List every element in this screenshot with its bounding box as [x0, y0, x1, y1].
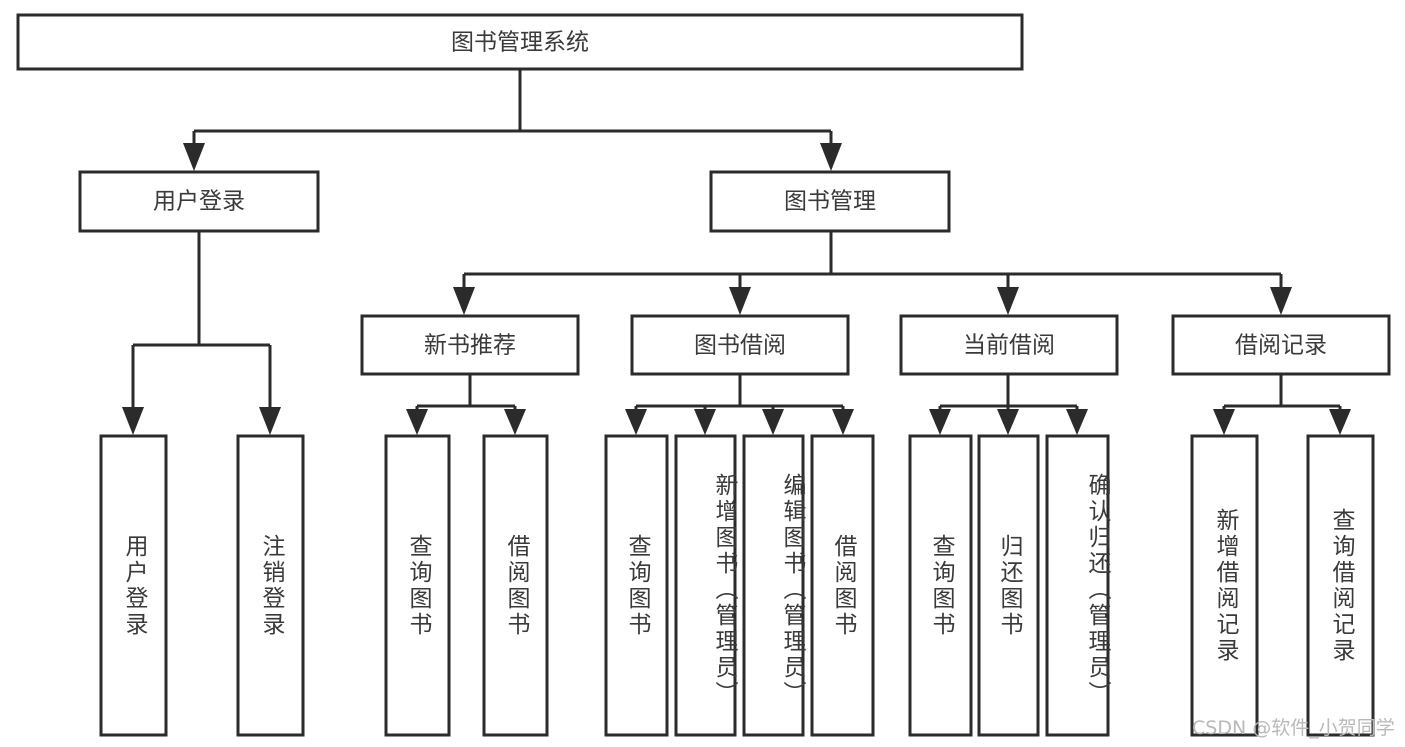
arrowhead-leaf-return-book	[997, 409, 1019, 435]
node-label-new-book-recommend: 新书推荐	[424, 333, 516, 359]
arrowhead-leaf-user-login	[122, 407, 144, 435]
arrowhead-leaf-add-book	[694, 409, 716, 435]
arrowhead-book-manage	[820, 143, 842, 171]
connector-group-book-manage	[453, 231, 1292, 315]
node-box-leaf-user-login[interactable]	[99, 434, 168, 737]
node-label-root: 图书管理系统	[451, 30, 589, 56]
node-label-user-login: 用户登录	[153, 189, 245, 215]
node-box-book-manage[interactable]	[709, 170, 951, 233]
connector-group-current-borrow	[929, 374, 1088, 435]
node-box-new-book-recommend[interactable]	[360, 314, 580, 376]
node-box-leaf-edit-book[interactable]	[742, 434, 805, 737]
arrowhead-new-book-recommend	[453, 287, 475, 315]
arrowhead-current-borrow	[997, 287, 1019, 315]
node-box-borrow-record[interactable]	[1171, 314, 1391, 376]
arrowhead-leaf-borrow-book-1	[504, 409, 526, 435]
arrowhead-leaf-query-book-2	[625, 409, 647, 435]
arrowhead-leaf-query-record	[1329, 409, 1351, 435]
connector-group-borrow-record	[1213, 374, 1351, 435]
node-box-user-login[interactable]	[78, 170, 320, 233]
arrowhead-leaf-edit-book	[762, 409, 784, 435]
node-box-leaf-logout-login[interactable]	[236, 434, 305, 737]
arrowhead-leaf-query-book-3	[929, 409, 951, 435]
connector-group-user-login	[122, 231, 281, 435]
arrowhead-leaf-query-book-1	[406, 409, 428, 435]
node-box-book-borrow[interactable]	[630, 314, 850, 376]
arrowhead-user-login	[183, 143, 205, 171]
connector-group-book-borrow	[625, 374, 854, 435]
node-box-leaf-return-book[interactable]	[977, 434, 1040, 737]
node-box-leaf-query-book-2[interactable]	[604, 434, 669, 737]
node-box-leaf-confirm-return[interactable]	[1045, 434, 1110, 737]
node-label-book-borrow: 图书借阅	[694, 333, 786, 359]
connector-group-root	[183, 68, 842, 171]
arrowhead-leaf-borrow-book-2	[832, 409, 854, 435]
arrowhead-book-borrow	[729, 287, 751, 315]
node-label-borrow-record: 借阅记录	[1235, 333, 1327, 359]
node-box-leaf-add-record[interactable]	[1190, 434, 1259, 737]
arrowhead-borrow-record	[1270, 287, 1292, 315]
node-label-book-manage: 图书管理	[784, 189, 876, 215]
node-box-leaf-add-book[interactable]	[674, 434, 737, 737]
node-box-leaf-query-book-1[interactable]	[384, 434, 451, 737]
arrowhead-leaf-confirm-return	[1066, 409, 1088, 435]
node-box-leaf-query-record[interactable]	[1306, 434, 1375, 737]
node-box-leaf-query-book-3[interactable]	[908, 434, 973, 737]
node-box-current-borrow[interactable]	[899, 314, 1119, 376]
csdn-watermark: CSDN @软件_小贺同学	[1192, 717, 1395, 739]
node-box-root[interactable]	[16, 13, 1024, 71]
connector-group-new-book-recommend	[406, 374, 526, 435]
node-box-leaf-borrow-book-2[interactable]	[810, 434, 875, 737]
node-label-current-borrow: 当前借阅	[963, 333, 1055, 359]
node-box-leaf-borrow-book-1[interactable]	[482, 434, 549, 737]
arrowhead-leaf-add-record	[1213, 409, 1235, 435]
arrowhead-leaf-logout-login	[259, 407, 281, 435]
